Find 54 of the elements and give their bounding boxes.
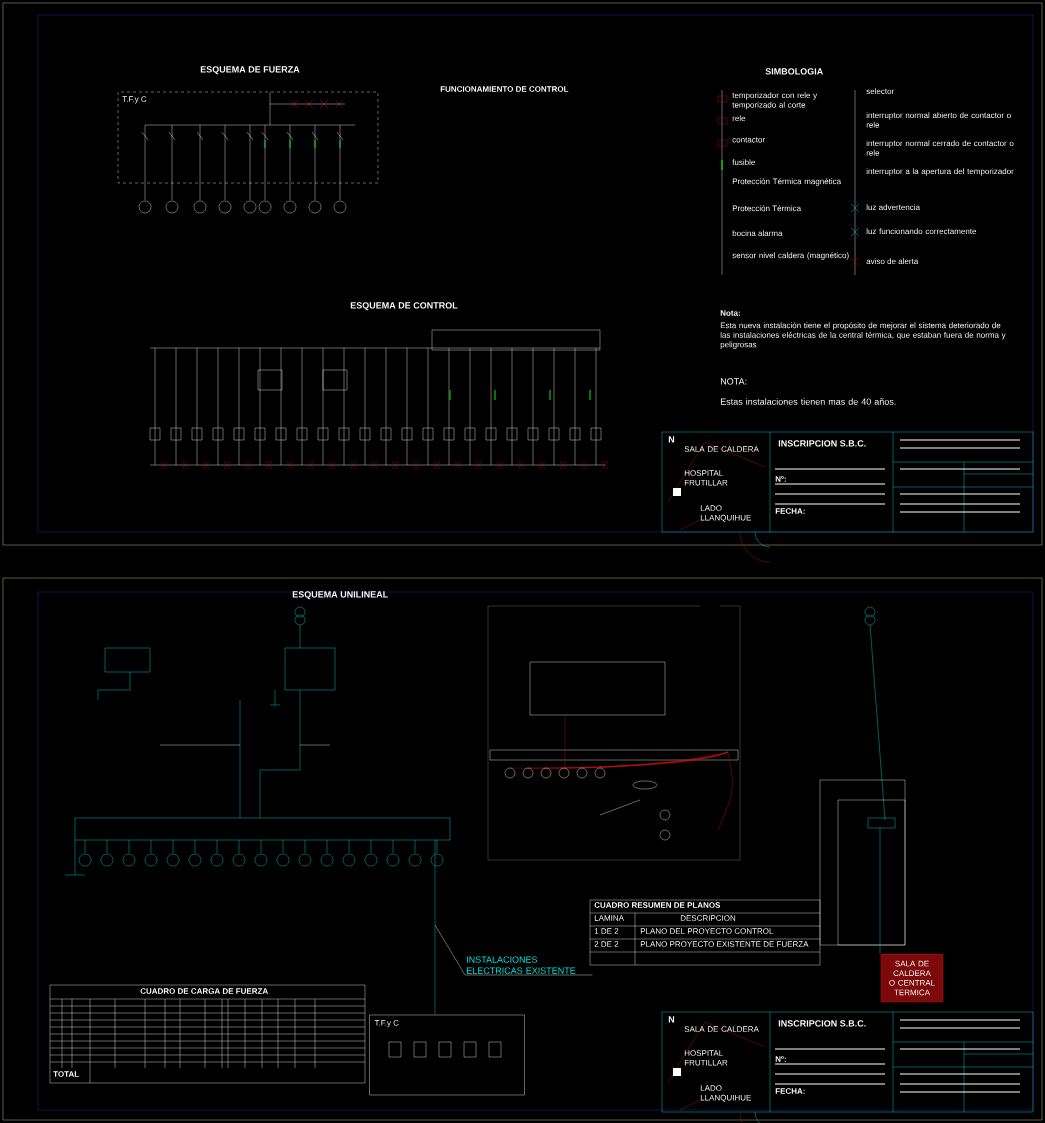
site-label: LADO LLANQUIHUE bbox=[700, 1085, 751, 1102]
table-title: CUADRO DE CARGA DE FUERZA bbox=[140, 988, 268, 994]
cable-line bbox=[879, 929, 881, 954]
leader-line bbox=[434, 924, 593, 976]
table-cell: LAMINA bbox=[594, 915, 624, 921]
symbol-label: Protección Térmica magnética bbox=[732, 178, 842, 186]
symbol-label: selector bbox=[866, 88, 895, 95]
site-label: HOSPITAL FRUTILLAR bbox=[684, 1050, 728, 1066]
heading: ESQUEMA DE FUERZA bbox=[200, 66, 300, 75]
callout-text: INSTALACIONES ELECTRICAS EXISTENTE bbox=[466, 956, 576, 974]
panel-box: T.F.y C bbox=[369, 1014, 525, 1096]
note-heading: NOTA: bbox=[720, 378, 747, 385]
table-title: CUADRO RESUMEN DE PLANOS bbox=[594, 902, 721, 908]
symbol-label: rele bbox=[732, 115, 746, 122]
site-label: SALA DE CALDERA bbox=[684, 446, 759, 452]
table-cell: DESCRIPCION bbox=[680, 915, 736, 921]
north-mark: N bbox=[668, 436, 675, 443]
site-label: SALA DE CALDERA bbox=[684, 1026, 759, 1032]
table-cell: PLANO DEL PROYECTO CONTROL bbox=[640, 928, 774, 934]
north-mark: N bbox=[668, 1016, 675, 1023]
symbol-label: temporizador con rele y temporizado al corte bbox=[732, 92, 818, 110]
symbol-label: aviso de alerta bbox=[866, 258, 919, 265]
cable-line bbox=[434, 839, 436, 1015]
table-cell: TOTAL bbox=[53, 1071, 79, 1077]
table-cell: 1 DE 2 bbox=[594, 928, 619, 934]
title-block-text: Nº: bbox=[775, 1056, 786, 1062]
room-box: SALA DE CALDERA O CENTRAL TERMICA bbox=[880, 953, 944, 1003]
heading: ESQUEMA DE CONTROL bbox=[350, 302, 458, 311]
symbol-label: contactor bbox=[732, 137, 765, 143]
heading: ESQUEMA UNILINEAL bbox=[292, 591, 388, 600]
panel-label: T.F.y C bbox=[122, 96, 147, 104]
symbol-label: sensor nivel caldera (magnético) bbox=[732, 252, 849, 260]
note-text: Esta nueva instalación tiene el propósito de mejorar el sistema deteriorado de las instalaciones eléctricas de la central térmica, que estaban fuera de norma y peligrosas bbox=[720, 322, 1006, 349]
table-cell: 2 DE 2 bbox=[594, 941, 619, 947]
symbol-label: luz funcionando correctamente bbox=[866, 228, 977, 235]
title-block-text: INSCRIPCION S.B.C. bbox=[778, 1020, 866, 1027]
symbol-label: interruptor a la apertura del temporizador bbox=[866, 168, 1014, 176]
site-label: LADO LLANQUIHUE bbox=[700, 505, 751, 522]
heading: FUNCIONAMIENTO DE CONTROL bbox=[440, 86, 569, 92]
title-block-text: FECHA: bbox=[775, 1088, 805, 1094]
symbol-label: interruptor normal abierto de contactor o rele bbox=[866, 112, 1011, 128]
title-block-text: FECHA: bbox=[775, 508, 805, 514]
heading: SIMBOLOGIA bbox=[765, 68, 823, 75]
symbol-label: luz advertencia bbox=[866, 204, 920, 211]
symbol-label: bocina alarma bbox=[732, 230, 783, 237]
symbol-label: interruptor normal cerrado de contactor o rele bbox=[866, 140, 1014, 156]
symbol-label: Protección Térmica bbox=[732, 205, 802, 212]
table-cell: PLANO PROYECTO EXISTENTE DE FUERZA bbox=[640, 941, 809, 947]
title-block-text: INSCRIPCION S.B.C. bbox=[778, 440, 866, 447]
site-label: HOSPITAL FRUTILLAR bbox=[684, 470, 728, 486]
symbol-label: fusible bbox=[732, 159, 755, 166]
note-heading: Nota: bbox=[720, 310, 740, 316]
title-block-text: Nº: bbox=[775, 476, 786, 482]
note-text: Estas instalaciones tienen mas de 40 años. bbox=[720, 398, 896, 405]
